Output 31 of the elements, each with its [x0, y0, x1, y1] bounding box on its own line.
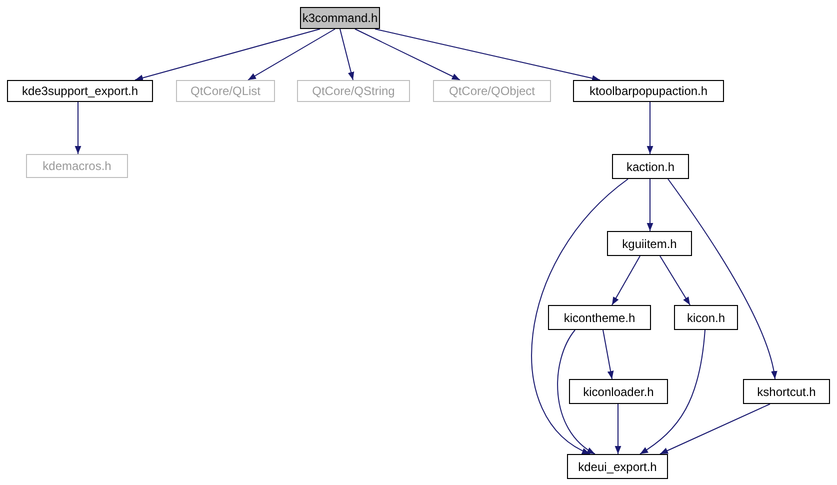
header-file-box: ktoolbarpopupaction.h — [573, 80, 724, 102]
arrow — [614, 404, 622, 454]
header-file-box: kguiitem.h — [607, 231, 692, 256]
arrow — [248, 28, 336, 80]
arrow — [660, 256, 690, 306]
header-file-box: k3command.h — [300, 7, 380, 29]
header-file-box: kiconloader.h — [569, 379, 668, 404]
header-file-box: kaction.h — [612, 154, 689, 179]
arrow — [612, 256, 640, 306]
header-file-box: kicontheme.h — [548, 305, 651, 330]
header-file-box: kicon.h — [674, 305, 738, 330]
arrow — [531, 178, 628, 454]
arrow — [660, 404, 770, 454]
arrow — [602, 330, 614, 380]
header-file-box: kde3support_export.h — [7, 80, 153, 102]
arrow — [340, 28, 354, 80]
arrow — [646, 178, 654, 232]
arrow — [374, 28, 600, 82]
header-file-box: kdemacros.h — [26, 154, 128, 178]
arrow — [640, 330, 706, 454]
header-file-box: kshortcut.h — [743, 379, 830, 404]
header-file-box: QtCore/QObject — [433, 80, 551, 102]
arrow — [646, 102, 654, 154]
header-file-box: QtCore/QString — [297, 80, 410, 102]
arrow — [354, 28, 460, 80]
header-file-box: kdeui_export.h — [567, 454, 668, 479]
arrow — [557, 330, 596, 454]
arrow — [668, 178, 777, 380]
arrow — [74, 102, 82, 154]
arrow — [134, 28, 320, 81]
header-file-box: QtCore/QList — [176, 80, 275, 102]
